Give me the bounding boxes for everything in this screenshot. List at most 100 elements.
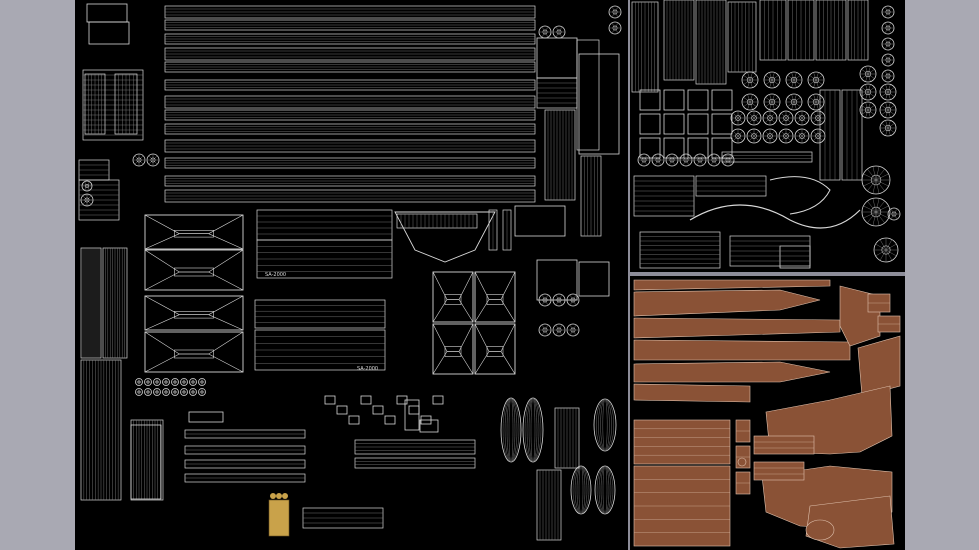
uv-island (144, 331, 244, 373)
uv-strip (536, 469, 562, 541)
uv-wheel-spoke (640, 159, 645, 166)
uv-wheel-spoke (771, 94, 775, 103)
uv-wheel-spoke (887, 105, 895, 111)
uv-island (174, 230, 214, 238)
uv-wood-island (633, 339, 851, 361)
uv-wheel-spoke (875, 166, 880, 181)
uv-ellipse-line (524, 397, 542, 463)
uv-wheel-spoke (867, 200, 877, 213)
uv-wheel-spoke (815, 101, 823, 107)
uv-wheel-spoke (865, 66, 869, 75)
uv-wheel-spoke (555, 329, 560, 336)
uv-island (384, 415, 396, 425)
uv-strip (727, 1, 757, 73)
uv-wheel-spoke (787, 101, 795, 107)
uv-wheel-spoke (769, 112, 776, 119)
uv-wheel-spoke (787, 79, 795, 85)
uv-wheel-spoke (643, 159, 648, 166)
uv-wheel-spoke (657, 154, 662, 161)
uv-island (130, 424, 162, 500)
uv-wheel-spoke (771, 101, 775, 110)
uv-strip (819, 89, 841, 181)
uv-strip (576, 39, 600, 151)
uv-wheel-spoke (732, 117, 739, 124)
uv-wheel-spoke (861, 105, 869, 111)
uv-wheel-spoke (541, 299, 546, 306)
uv-wheel-spoke (865, 109, 869, 118)
uv-island (444, 346, 462, 357)
uv-wheel-spoke (544, 26, 549, 33)
uv-ellipse-line (600, 465, 610, 515)
uv-wheel-spoke (887, 109, 891, 118)
uv-wheel-spoke (887, 11, 892, 18)
uv-strip (631, 1, 659, 93)
uv-wheel-spoke (793, 79, 797, 88)
uv-wheel-spoke (749, 75, 757, 81)
uv-wheel-spoke (611, 6, 616, 13)
uv-wheel-spoke (879, 249, 887, 261)
uv-wheel-spoke (668, 159, 673, 166)
uv-wheel-spoke (86, 199, 92, 205)
uv-wheel-spoke (815, 94, 819, 103)
uv-wheel-spoke (555, 294, 560, 301)
uv-wheel-spoke (881, 87, 889, 93)
uv-wheel-spoke (809, 79, 817, 85)
uv-wheel-spoke (801, 112, 808, 119)
uv-wheel-spoke (887, 127, 891, 136)
uv-strip (544, 109, 576, 201)
uv-wheel-spoke (82, 195, 88, 201)
uv-wheel-spoke (86, 185, 90, 191)
uv-strip (536, 77, 578, 109)
uv-wheel-spoke (885, 249, 893, 261)
uv-wood-island (753, 435, 815, 455)
uv-wheel-spoke (769, 135, 776, 142)
uv-wheel-spoke (796, 135, 803, 142)
uv-fold (474, 299, 516, 323)
uv-wheel-spoke (887, 91, 891, 100)
uv-island (432, 395, 444, 405)
uv-wheel-spoke (863, 211, 877, 219)
uv-wheel-spoke (732, 130, 739, 137)
uv-island (444, 294, 462, 305)
uv-panel-bottom-right (630, 276, 905, 550)
uv-wheel-spoke (713, 154, 718, 161)
uv-wheel-spoke (727, 154, 732, 161)
uv-strip (84, 73, 106, 135)
uv-wheel-spoke (643, 154, 648, 161)
uv-wheel-spoke (785, 117, 792, 124)
uv-wheel-spoke (867, 168, 877, 181)
uv-wheel-spoke (134, 155, 140, 161)
uv-wheel-spoke (796, 130, 803, 137)
uv-wood-island (633, 317, 841, 339)
uv-fold (144, 249, 244, 273)
uv-wheel-spoke (887, 87, 895, 93)
uv-wheel-spoke (791, 101, 795, 110)
uv-wheel-spoke (765, 101, 773, 107)
uv-wheel-spoke (724, 154, 729, 161)
uv-island (174, 310, 214, 319)
uv-strip (639, 231, 721, 269)
uv-wheel-spoke (884, 6, 889, 13)
uv-brass-part (268, 499, 290, 537)
uv-wheel-spoke (753, 135, 760, 142)
uv-wheel-spoke (769, 101, 773, 110)
uv-wheel-spoke (793, 101, 797, 110)
uv-wheel-spoke (887, 59, 892, 66)
uv-wheel-spoke (558, 294, 563, 301)
uv-wheel-spoke (881, 105, 889, 111)
uv-wheel-spoke (865, 102, 869, 111)
uv-island (419, 419, 439, 433)
uv-ellipse (593, 398, 617, 452)
uv-wheel-spoke (724, 159, 729, 166)
uv-strip (354, 439, 476, 455)
uv-island (348, 415, 360, 425)
uv-wheel-spoke (875, 205, 889, 213)
uv-strip (695, 0, 727, 85)
uv-wheel-spoke (771, 79, 779, 85)
uv-wheel-spoke (765, 79, 773, 85)
uv-wheel-spoke (86, 181, 90, 187)
uv-wheel-spoke (890, 208, 895, 215)
uv-wood-island (753, 461, 805, 481)
uv-strip (633, 175, 695, 217)
